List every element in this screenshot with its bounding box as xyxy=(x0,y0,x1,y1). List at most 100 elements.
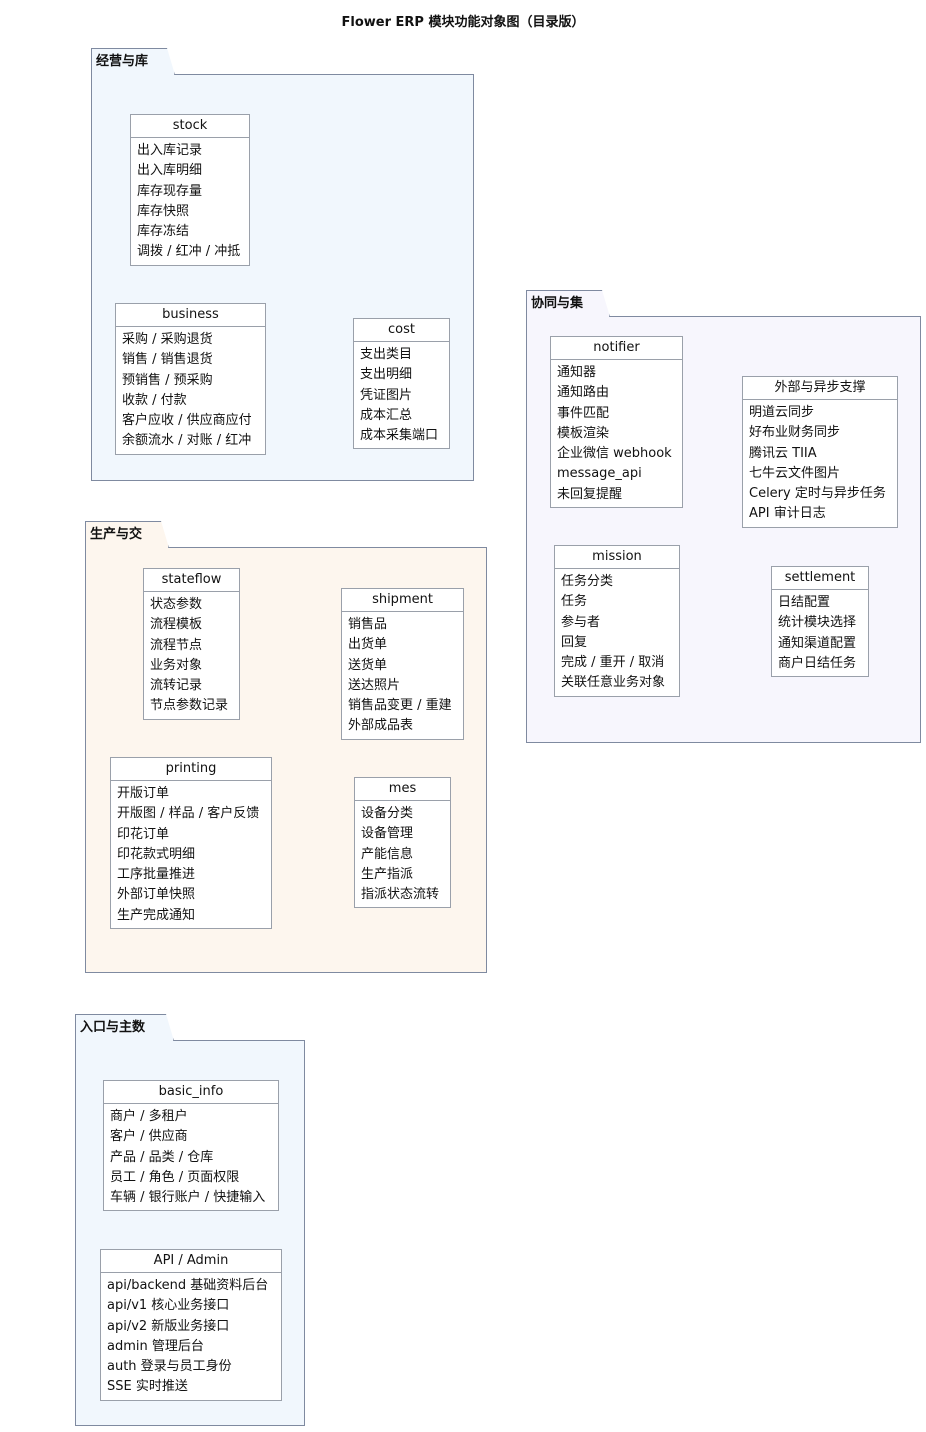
class-box: mission 任务分类 任务 参与者 回复 完成 / 重开 / 取消 关联任意… xyxy=(554,545,680,697)
class-name: business xyxy=(116,304,265,327)
class-member: API 审计日志 xyxy=(749,506,826,522)
class-box: basic_info 商户 / 多租户 客户 / 供应商 产品 / 品类 / 仓… xyxy=(103,1080,279,1212)
class-member: 关联任意业务对象 xyxy=(561,675,666,691)
class-members: 通知器 通知路由 事件匹配 模板渲染 企业微信 webhook message_… xyxy=(551,360,682,507)
package-entry-master-data: 入口与主数据 basic_info 商户 / 多租户 客户 / 供应商 产品 /… xyxy=(75,1040,305,1426)
class-member: 成本汇总 xyxy=(360,407,413,423)
class-member: 任务分类 xyxy=(561,574,614,589)
class-member: 出入库明细 xyxy=(137,163,203,179)
class-member: 预销售 / 预采购 xyxy=(122,372,213,388)
class-member: auth 登录与员工身份 xyxy=(107,1359,232,1375)
class-member: api/v1 核心业务接口 xyxy=(107,1298,230,1314)
class-member: 采购 / 采购退货 xyxy=(122,332,213,347)
class-member: 参与者 xyxy=(561,614,601,630)
class-member: 印花订单 xyxy=(117,826,170,842)
class-box: 外部与异步支撑 明道云同步 好布业财务同步 腾讯云 TIIA 七牛云文件图片 C… xyxy=(742,376,898,528)
class-member: 生产指派 xyxy=(361,866,414,882)
class-members: 支出类目 支出明细 凭证图片 成本汇总 成本采集端口 xyxy=(354,342,449,448)
class-member: 开版图 / 样品 / 客户反馈 xyxy=(117,806,260,822)
class-member: 收款 / 付款 xyxy=(122,392,187,408)
class-member: 商户 / 多租户 xyxy=(110,1109,188,1124)
class-member: 销售 / 销售退货 xyxy=(122,352,213,368)
class-member: 外部成品表 xyxy=(348,718,414,734)
class-members: 任务分类 任务 参与者 回复 完成 / 重开 / 取消 关联任意业务对象 xyxy=(555,569,679,696)
class-member: 支出类目 xyxy=(360,347,413,362)
class-members: 商户 / 多租户 客户 / 供应商 产品 / 品类 / 仓库 员工 / 角色 /… xyxy=(104,1104,278,1210)
class-member: 车辆 / 银行账户 / 快捷输入 xyxy=(110,1190,266,1206)
class-member: 设备管理 xyxy=(361,826,414,842)
class-member: 未回复提醒 xyxy=(557,486,623,502)
class-member: 库存现存量 xyxy=(137,183,203,199)
class-member: 成本采集端口 xyxy=(360,428,439,444)
class-members: 日结配置 统计模块选择 通知渠道配置 商户日结任务 xyxy=(772,590,868,676)
class-name: settlement xyxy=(772,567,868,590)
class-member: 日结配置 xyxy=(778,595,831,610)
class-member: 腾讯云 TIIA xyxy=(749,445,817,461)
class-member: 企业微信 webhook xyxy=(557,446,672,462)
class-name: API / Admin xyxy=(101,1250,281,1273)
class-name: notifier xyxy=(551,337,682,360)
package-label: 生产与交付 xyxy=(90,527,143,568)
class-members: 销售品 出货单 送货单 送达照片 销售品变更 / 重建 外部成品表 xyxy=(342,612,463,739)
class-member: 开版订单 xyxy=(117,786,170,801)
class-member: 客户应收 / 供应商应付 xyxy=(122,413,252,429)
class-member: 出入库记录 xyxy=(137,143,203,158)
class-member: 节点参数记录 xyxy=(150,698,229,714)
class-box: settlement 日结配置 统计模块选择 通知渠道配置 商户日结任务 xyxy=(771,566,869,678)
class-member: 模板渲染 xyxy=(557,425,610,441)
class-name: basic_info xyxy=(104,1081,278,1104)
class-members: api/backend 基础资料后台 api/v1 核心业务接口 api/v2 … xyxy=(101,1273,281,1400)
class-member: 产品 / 品类 / 仓库 xyxy=(110,1149,214,1165)
class-member: 产能信息 xyxy=(361,846,414,862)
class-member: 凭证图片 xyxy=(360,387,413,403)
package-tab: 入口与主数据 xyxy=(75,1014,174,1041)
class-member: 商户日结任务 xyxy=(778,655,857,671)
class-member: 印花款式明细 xyxy=(117,846,196,862)
class-member: 状态参数 xyxy=(150,597,203,612)
package-tab: 经营与库存 xyxy=(91,48,175,75)
class-box: API / Admin api/backend 基础资料后台 api/v1 核心… xyxy=(100,1249,282,1401)
class-member: 通知渠道配置 xyxy=(778,635,857,651)
class-member: 统计模块选择 xyxy=(778,615,857,631)
class-name: printing xyxy=(111,758,271,781)
class-member: 任务 xyxy=(561,594,588,610)
package-production-delivery: 生产与交付 stateflow 状态参数 流程模板 流程节点 业务对象 流转记录… xyxy=(85,547,487,973)
package-collaboration-integration: 协同与集成 notifier 通知器 通知路由 事件匹配 模板渲染 企业微信 w… xyxy=(526,316,921,743)
class-box: notifier 通知器 通知路由 事件匹配 模板渲染 企业微信 webhook… xyxy=(550,336,683,509)
class-members: 采购 / 采购退货 销售 / 销售退货 预销售 / 预采购 收款 / 付款 客户… xyxy=(116,327,265,454)
class-members: 状态参数 流程模板 流程节点 业务对象 流转记录 节点参数记录 xyxy=(144,592,239,719)
class-member: 通知器 xyxy=(557,365,597,380)
package-operations-inventory: 经营与库存 stock 出入库记录 出入库明细 库存现存量 库存快照 库存冻结 … xyxy=(91,74,474,481)
class-member: 流程节点 xyxy=(150,637,203,653)
class-member: 工序批量推进 xyxy=(117,867,196,883)
class-member: 事件匹配 xyxy=(557,405,610,421)
class-member: 外部订单快照 xyxy=(117,887,196,903)
class-member: 通知路由 xyxy=(557,385,610,401)
class-member: 出货单 xyxy=(348,637,388,653)
class-member: 业务对象 xyxy=(150,657,203,673)
class-member: 库存冻结 xyxy=(137,224,190,240)
class-member: api/backend 基础资料后台 xyxy=(107,1278,269,1293)
class-member: 支出明细 xyxy=(360,367,413,383)
class-member: message_api xyxy=(557,466,642,482)
class-box: shipment 销售品 出货单 送货单 送达照片 销售品变更 / 重建 外部成… xyxy=(341,588,464,740)
class-box: stateflow 状态参数 流程模板 流程节点 业务对象 流转记录 节点参数记… xyxy=(143,568,240,720)
class-name: stock xyxy=(131,115,249,138)
class-members: 明道云同步 好布业财务同步 腾讯云 TIIA 七牛云文件图片 Celery 定时… xyxy=(743,400,897,527)
class-member: 调拨 / 红冲 / 冲抵 xyxy=(137,244,241,260)
class-member: 销售品 xyxy=(348,617,388,632)
class-members: 开版订单 开版图 / 样品 / 客户反馈 印花订单 印花款式明细 工序批量推进 … xyxy=(111,781,271,928)
package-tab: 生产与交付 xyxy=(85,521,169,548)
class-members: 设备分类 设备管理 产能信息 生产指派 指派状态流转 xyxy=(355,801,450,907)
class-box: mes 设备分类 设备管理 产能信息 生产指派 指派状态流转 xyxy=(354,777,451,909)
class-member: 销售品变更 / 重建 xyxy=(348,698,452,714)
class-name: 外部与异步支撑 xyxy=(743,377,897,400)
class-member: 明道云同步 xyxy=(749,405,815,420)
class-box: cost 支出类目 支出明细 凭证图片 成本汇总 成本采集端口 xyxy=(353,318,450,450)
class-members: 出入库记录 出入库明细 库存现存量 库存快照 库存冻结 调拨 / 红冲 / 冲抵 xyxy=(131,138,249,265)
class-member: 流程模板 xyxy=(150,617,203,633)
class-member: 好布业财务同步 xyxy=(749,425,841,441)
class-name: mission xyxy=(555,546,679,569)
class-member: SSE 实时推送 xyxy=(107,1379,188,1395)
package-label: 经营与库存 xyxy=(96,54,149,95)
